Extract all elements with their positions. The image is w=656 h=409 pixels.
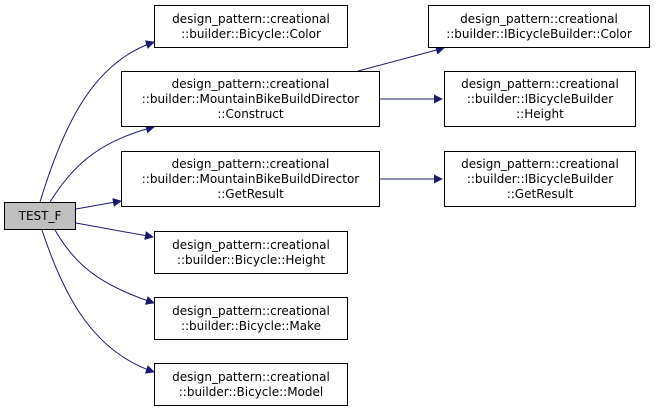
node-label-line: ::builder::Bicycle::Model: [178, 384, 324, 399]
node-label-line: ::builder::IBicycleBuilder: [466, 91, 614, 106]
node-label-line: ::builder::IBicycleBuilder::Color: [446, 26, 632, 41]
node-label-line: design_pattern::creational: [171, 76, 330, 91]
edge-test-f-to-bicycle-model: [41, 229, 155, 374]
node-label-line: ::builder::Bicycle::Height: [176, 252, 326, 267]
node-bicycle-make[interactable]: design_pattern::creational ::builder::Bi…: [154, 297, 348, 340]
node-test-f: TEST_F: [4, 202, 76, 230]
node-label-line: design_pattern::creational: [172, 369, 330, 384]
node-label-line: ::builder::IBicycleBuilder: [466, 171, 614, 186]
node-get-result[interactable]: design_pattern::creational ::builder::Mo…: [121, 151, 380, 207]
node-label-line: design_pattern::creational: [460, 11, 618, 26]
node-label-line: design_pattern::creational: [172, 303, 330, 318]
node-label-line: ::GetResult: [506, 186, 574, 201]
node-label-line: ::Construct: [217, 106, 284, 121]
node-label-line: ::builder::MountainBikeBuildDirector: [141, 91, 360, 106]
edge-test-f-to-bicycle-color: [39, 40, 155, 203]
node-label-line: ::builder::Bicycle::Color: [181, 26, 321, 41]
node-label-line: ::builder::MountainBikeBuildDirector: [141, 171, 360, 186]
node-construct[interactable]: design_pattern::creational ::builder::Mo…: [121, 71, 380, 127]
node-label-line: design_pattern::creational: [461, 156, 619, 171]
node-bicycle-height[interactable]: design_pattern::creational ::builder::Bi…: [154, 231, 348, 274]
edge-construct-to-ibuilder-color: [357, 45, 445, 72]
node-label-line: design_pattern::creational: [461, 76, 619, 91]
node-ibuilder-color[interactable]: design_pattern::creational ::builder::IB…: [428, 5, 650, 48]
node-label-line: design_pattern::creational: [172, 237, 330, 252]
edge-test-f-to-get-result: [75, 197, 122, 210]
node-label-line: TEST_F: [18, 208, 62, 223]
node-ibuilder-height[interactable]: design_pattern::creational ::builder::IB…: [444, 71, 636, 127]
edge-test-f-to-bicycle-make: [54, 229, 155, 305]
node-ibuilder-getresult[interactable]: design_pattern::creational ::builder::IB…: [444, 151, 636, 207]
edge-test-f-to-construct: [49, 124, 155, 203]
node-label-line: design_pattern::creational: [171, 156, 330, 171]
node-label-line: ::Height: [516, 106, 564, 121]
node-label-line: ::GetResult: [217, 186, 284, 201]
node-label-line: ::builder::Bicycle::Make: [180, 318, 322, 333]
node-bicycle-model[interactable]: design_pattern::creational ::builder::Bi…: [154, 363, 348, 406]
edge-test-f-to-bicycle-height: [75, 222, 154, 240]
node-bicycle-color[interactable]: design_pattern::creational ::builder::Bi…: [154, 5, 348, 48]
node-label-line: design_pattern::creational: [172, 11, 330, 26]
